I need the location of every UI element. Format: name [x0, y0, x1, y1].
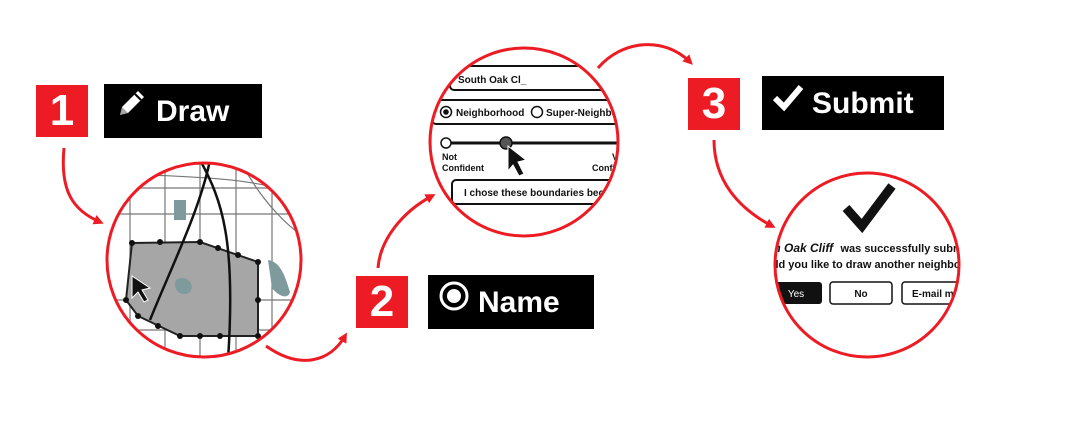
name-form-illustration: South Oak Cl_ Neighborhood Super-Neighbo…: [430, 48, 634, 236]
step-2-label: Name: [478, 286, 560, 320]
no-button-label: No: [854, 289, 867, 300]
map-circle-border: [105, 161, 303, 359]
arrow-step3-to-submit: [712, 139, 776, 228]
reason-textarea: [451, 179, 618, 205]
step-3-label-box: Submit: [762, 76, 944, 130]
submit-circle-border: [773, 171, 961, 359]
option-super-label: Super-Neighborho: [546, 108, 634, 119]
yes-button-label: Yes: [788, 289, 804, 300]
name-input-value: South Oak Cl_: [458, 75, 527, 86]
step-2-label-box: Name: [428, 275, 594, 329]
step-1-number: 1: [36, 85, 88, 137]
step-1-label-box: Draw: [104, 84, 262, 138]
slider-high-label-2: Confid: [592, 163, 621, 173]
arrow-step2-to-name: [376, 194, 436, 269]
email-button-label: E-mail m: [912, 289, 954, 300]
slider-high-label: Ve: [612, 152, 623, 162]
name-circle-border: [428, 46, 620, 238]
no-button: [829, 281, 893, 305]
arrow-step1-to-map: [61, 147, 104, 225]
step-1-label: Draw: [156, 95, 230, 129]
step-2-number: 2: [356, 276, 408, 328]
success-message: uth Oak Cliff was successfully submi: [762, 241, 966, 255]
confidence-slider-handle: [499, 136, 513, 150]
map-cursor-icon: [131, 275, 152, 303]
radio-super: [530, 105, 544, 119]
pencil-icon: [114, 85, 148, 139]
checkmark-icon: [772, 77, 804, 131]
step-3-number: 3: [688, 78, 740, 130]
option-neighborhood-label: Neighborhood: [456, 108, 524, 119]
arrow-name-to-step3: [596, 43, 693, 69]
map-illustration: [107, 163, 301, 357]
reason-placeholder: I chose these boundaries because_: [464, 188, 633, 199]
yes-button: [775, 282, 822, 304]
step-3-label: Submit: [812, 87, 914, 121]
name-cursor-icon: [507, 144, 528, 177]
arrow-map-to-step2: [265, 332, 348, 362]
slider-low-label-2: Confident: [442, 163, 484, 173]
success-checkmark-icon: [842, 183, 896, 234]
radio-selected-icon: [438, 276, 470, 330]
slider-low-label: Not: [442, 152, 457, 162]
submit-illustration: uth Oak Cliff was successfully submi oul…: [762, 173, 972, 357]
question-text: ould you like to draw another neighborh: [762, 259, 972, 271]
